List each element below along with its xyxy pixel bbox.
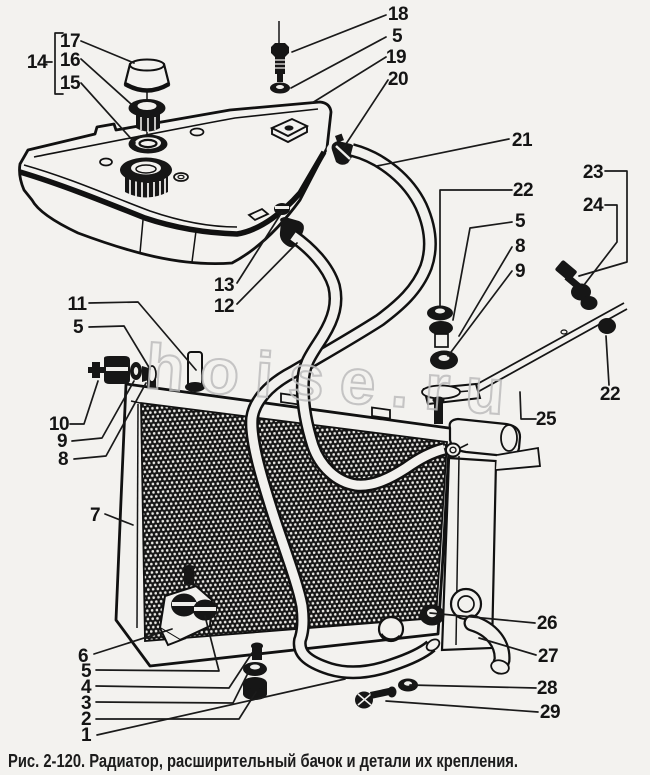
svg-text:28: 28	[537, 678, 557, 699]
svg-text:12: 12	[214, 296, 234, 317]
svg-text:14: 14	[27, 52, 48, 73]
svg-text:17: 17	[60, 31, 80, 52]
svg-text:25: 25	[536, 409, 557, 430]
svg-text:22: 22	[600, 384, 620, 405]
svg-text:2: 2	[81, 709, 91, 730]
svg-text:23: 23	[583, 162, 603, 183]
svg-text:15: 15	[60, 73, 81, 94]
svg-text:20: 20	[388, 69, 408, 90]
svg-text:24: 24	[583, 195, 604, 216]
svg-text:3: 3	[81, 693, 91, 714]
svg-text:5: 5	[392, 26, 403, 47]
svg-text:21: 21	[512, 130, 533, 151]
svg-text:11: 11	[67, 294, 87, 315]
svg-text:29: 29	[540, 702, 560, 723]
svg-text:1: 1	[81, 725, 92, 746]
svg-text:10: 10	[49, 414, 69, 435]
svg-text:9: 9	[515, 261, 525, 282]
svg-text:6: 6	[78, 646, 88, 667]
svg-text:13: 13	[214, 275, 234, 296]
svg-text:Рис. 2-120. Радиатор, расширит: Рис. 2-120. Радиатор, расширительный бач…	[8, 751, 518, 771]
svg-text:8: 8	[58, 449, 68, 470]
svg-text:26: 26	[537, 613, 557, 634]
svg-text:5: 5	[81, 661, 92, 682]
svg-text:19: 19	[386, 47, 406, 68]
svg-text:5: 5	[73, 317, 84, 338]
svg-text:18: 18	[388, 4, 408, 25]
svg-text:8: 8	[515, 236, 525, 257]
svg-text:4: 4	[81, 677, 92, 698]
svg-text:7: 7	[90, 505, 100, 526]
svg-text:27: 27	[538, 646, 558, 667]
svg-text:16: 16	[60, 50, 80, 71]
svg-text:22: 22	[513, 180, 533, 201]
svg-text:5: 5	[515, 211, 526, 232]
svg-text:9: 9	[57, 431, 67, 452]
